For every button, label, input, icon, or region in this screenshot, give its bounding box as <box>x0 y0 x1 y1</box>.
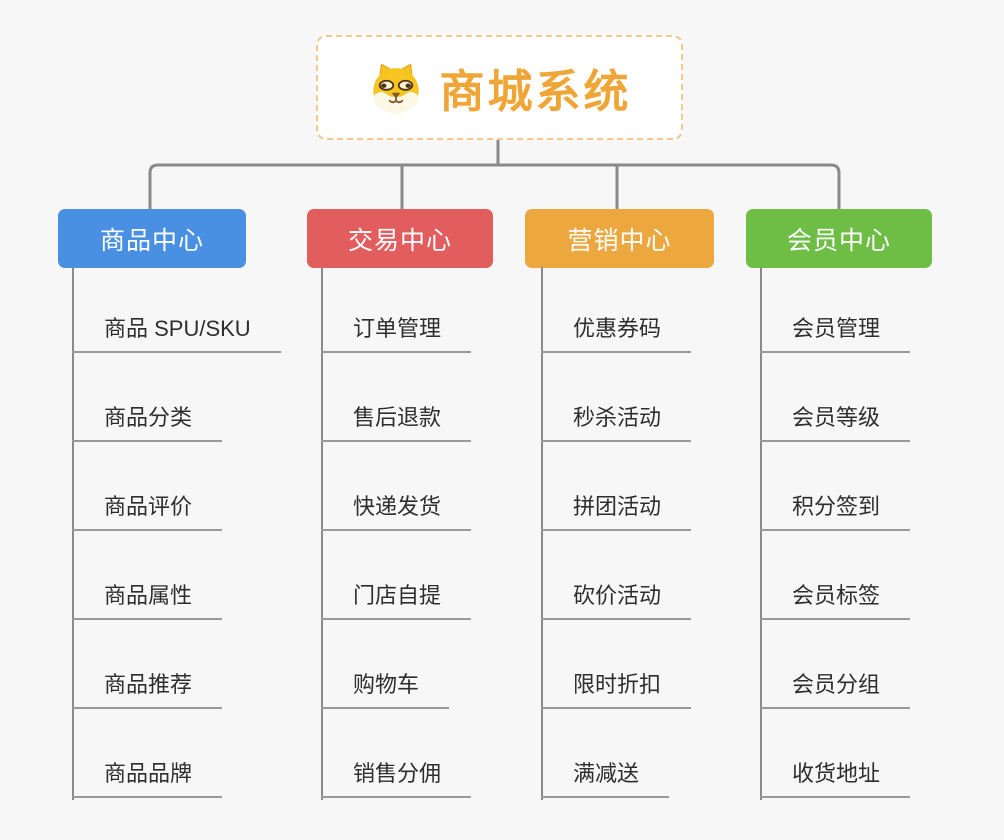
leaf-item[interactable]: 限时折扣 <box>541 670 692 709</box>
trunk-line-trade-center <box>321 267 323 800</box>
leaf-item[interactable]: 购物车 <box>321 670 450 709</box>
root-title: 商城系统 <box>439 66 632 117</box>
leaf-item[interactable]: 售后退款 <box>321 403 472 442</box>
root-node[interactable]: 商城系统 <box>316 35 683 140</box>
leaf-item[interactable]: 商品属性 <box>72 581 223 620</box>
leaf-item[interactable]: 会员标签 <box>760 581 911 620</box>
leaf-item[interactable]: 收货地址 <box>760 759 911 798</box>
leaf-item[interactable]: 快递发货 <box>321 492 472 531</box>
leaf-item[interactable]: 商品评价 <box>72 492 223 531</box>
leaf-item[interactable]: 商品推荐 <box>72 670 223 709</box>
leaf-column-member-center: 会员管理 会员等级 积分签到 会员标签 会员分组 收货地址 <box>760 314 911 840</box>
leaf-item[interactable]: 门店自提 <box>321 581 472 620</box>
trunk-line-member-center <box>760 267 762 800</box>
branch-node-product-center[interactable]: 商品中心 <box>58 209 246 268</box>
dog-face-icon <box>373 63 420 113</box>
leaf-item[interactable]: 订单管理 <box>321 314 472 353</box>
leaf-column-trade-center: 订单管理 售后退款 快递发货 门店自提 购物车 销售分佣 <box>321 314 472 840</box>
leaf-item[interactable]: 商品 SPU/SKU <box>72 314 281 353</box>
leaf-item[interactable]: 商品品牌 <box>72 759 223 798</box>
leaf-item[interactable]: 满减送 <box>541 759 670 798</box>
leaf-column-product-center: 商品 SPU/SKU 商品分类 商品评价 商品属性 商品推荐 商品品牌 <box>72 314 281 840</box>
trunk-line-product-center <box>72 267 74 800</box>
branch-node-trade-center[interactable]: 交易中心 <box>307 209 493 268</box>
leaf-item[interactable]: 销售分佣 <box>321 759 472 798</box>
leaf-item[interactable]: 砍价活动 <box>541 581 692 620</box>
leaf-item[interactable]: 秒杀活动 <box>541 403 692 442</box>
leaf-item[interactable]: 会员等级 <box>760 403 911 442</box>
leaf-item[interactable]: 积分签到 <box>760 492 911 531</box>
leaf-item[interactable]: 会员管理 <box>760 314 911 353</box>
trunk-line-marketing-center <box>541 267 543 800</box>
leaf-item[interactable]: 优惠券码 <box>541 314 692 353</box>
branch-node-marketing-center[interactable]: 营销中心 <box>525 209 714 268</box>
leaf-item[interactable]: 商品分类 <box>72 403 223 442</box>
leaf-item[interactable]: 拼团活动 <box>541 492 692 531</box>
leaf-column-marketing-center: 优惠券码 秒杀活动 拼团活动 砍价活动 限时折扣 满减送 <box>541 314 692 840</box>
leaf-item[interactable]: 会员分组 <box>760 670 911 709</box>
branch-node-member-center[interactable]: 会员中心 <box>746 209 932 268</box>
